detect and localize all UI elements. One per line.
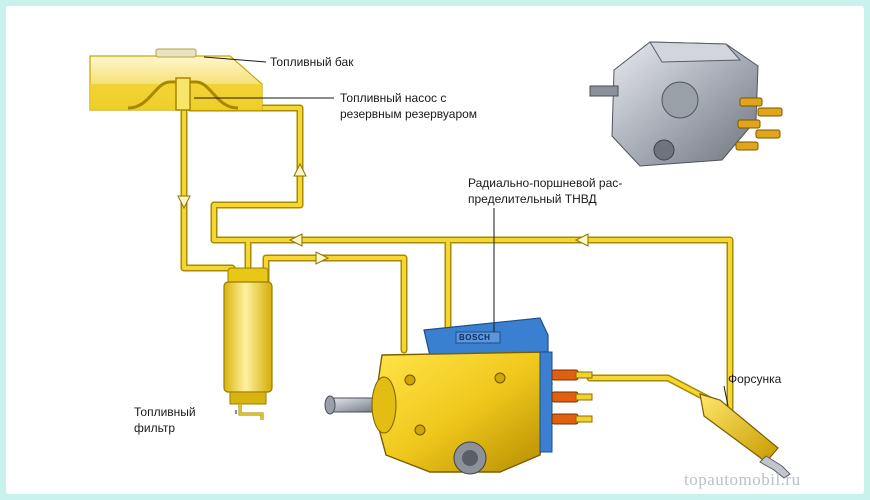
label-fuel-pump-line1: Топливный насос с xyxy=(340,91,446,106)
watermark: topautomobil.ru xyxy=(684,470,801,490)
injector xyxy=(700,394,790,478)
fuel-filter xyxy=(224,268,272,420)
label-fuel-pump-line2: резервным резервуаром xyxy=(340,107,477,122)
flow-arrow-right xyxy=(316,252,328,264)
flow-arrow-down xyxy=(178,196,190,208)
label-fuel-filter-line1: Топливный xyxy=(134,405,196,420)
fuel-tank xyxy=(90,49,262,110)
flow-arrow-up xyxy=(294,164,306,176)
photo-outlets xyxy=(736,98,782,150)
label-injector: Форсунка xyxy=(728,372,781,387)
label-injection-pump-line2: пределительный ТНВД xyxy=(468,192,597,207)
flow-arrow-left xyxy=(290,234,302,246)
tank-cap xyxy=(156,49,196,57)
pump-outlets xyxy=(552,370,592,424)
label-fuel-filter-line2: фильтр xyxy=(134,421,175,436)
label-injection-pump-line1: Радиально-поршневой рас- xyxy=(468,176,622,191)
pump-photo xyxy=(590,42,782,166)
brand-plate-text: BOSCH xyxy=(459,333,490,342)
flow-arrow-left xyxy=(576,234,588,246)
label-fuel-tank: Топливный бак xyxy=(270,55,353,70)
